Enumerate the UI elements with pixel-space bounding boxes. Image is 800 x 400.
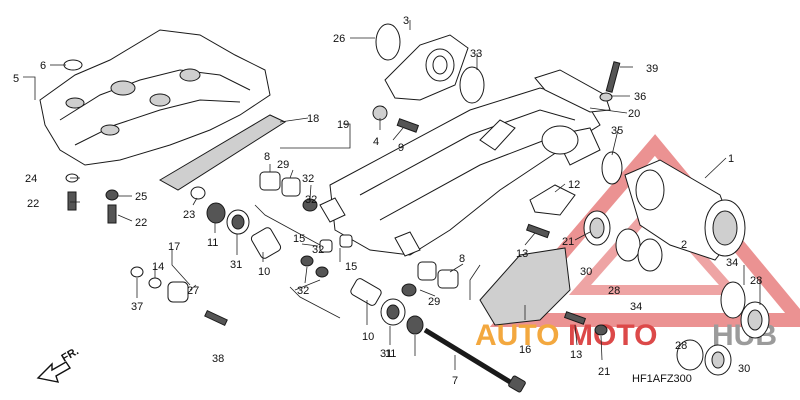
- swingarm-body: [319, 87, 601, 257]
- chain-slider: [158, 114, 287, 191]
- washer-11-bottom: [406, 315, 424, 335]
- callout-34: 34: [630, 301, 642, 313]
- callout-15: 15: [293, 233, 305, 245]
- o-ring: [459, 66, 485, 104]
- callout-1: 1: [728, 153, 734, 165]
- callout-12: 12: [568, 179, 580, 191]
- bolt-13-lower: [563, 311, 587, 325]
- callout-15: 15: [345, 261, 357, 273]
- callout-30: 30: [580, 266, 592, 278]
- callout-8: 8: [264, 151, 270, 163]
- nut-21-lower: [594, 324, 608, 336]
- callout-32: 32: [302, 173, 314, 185]
- callout-20: 20: [628, 108, 640, 120]
- callout-31: 31: [380, 348, 392, 360]
- callout-21: 21: [598, 366, 610, 378]
- callout-28: 28: [608, 285, 620, 297]
- callout-8: 8: [459, 253, 465, 265]
- callout-24: 24: [25, 173, 37, 185]
- collar-36: [599, 92, 613, 102]
- callout-32: 32: [305, 194, 317, 206]
- callout-28: 28: [675, 340, 687, 352]
- right-bracket: [534, 69, 611, 113]
- callout-4: 4: [373, 136, 379, 148]
- nut-25: [105, 189, 119, 201]
- callout-34: 34: [726, 257, 738, 269]
- callout-36: 36: [634, 91, 646, 103]
- bushing-4: [372, 105, 388, 121]
- swingarm-skid-plate: [39, 29, 271, 166]
- seal-30-upper: [615, 228, 641, 262]
- callout-37: 37: [131, 301, 143, 313]
- callout-31: 31: [230, 259, 242, 271]
- callout-10: 10: [258, 266, 270, 278]
- pivot-bolt: [423, 327, 526, 393]
- bearing-holder: [601, 151, 746, 261]
- callout-16: 16: [519, 344, 531, 356]
- callout-11: 11: [385, 348, 396, 360]
- circlip: [375, 23, 401, 61]
- bushing-27: [167, 281, 189, 303]
- callout-29: 29: [428, 296, 440, 308]
- bushing-10-bottom: [350, 278, 382, 306]
- callout-33: 33: [470, 48, 482, 60]
- callout-22: 22: [27, 198, 39, 210]
- bracket: [529, 184, 576, 216]
- callout-30: 30: [738, 363, 750, 375]
- callout-3: 3: [403, 15, 409, 27]
- callout-35: 35: [611, 125, 623, 137]
- ring-28-upper: [637, 238, 663, 272]
- callout-25: 25: [135, 191, 147, 203]
- callout-17: 17: [168, 241, 180, 253]
- callout-23: 23: [183, 209, 195, 221]
- ring-34: [720, 281, 746, 319]
- callout-21: 21: [562, 236, 574, 248]
- seal-28-bottom: [676, 339, 704, 371]
- callout-32: 32: [312, 244, 324, 256]
- callout-38: 38: [212, 353, 224, 365]
- callout-13: 13: [516, 248, 528, 260]
- diagram-code: HF1AFZ300: [632, 373, 692, 385]
- callout-29: 29: [277, 159, 289, 171]
- leader-lines: [23, 20, 761, 370]
- callout-39: 39: [646, 63, 658, 75]
- watermark-text-auto: AUTO: [475, 319, 559, 352]
- bolt-22-upper: [67, 191, 77, 211]
- bolt-small: [204, 309, 228, 327]
- callout-14: 14: [152, 261, 164, 273]
- front-direction-arrow-icon: [36, 361, 71, 383]
- callout-11: 11: [207, 237, 218, 249]
- callout-27: 27: [187, 285, 199, 297]
- callout-26: 26: [333, 33, 345, 45]
- bolt-13-upper: [525, 223, 551, 239]
- bolt-9: [396, 118, 420, 133]
- callout-5: 5: [13, 73, 19, 85]
- callout-28: 28: [750, 275, 762, 287]
- callout-7: 7: [452, 375, 458, 387]
- callout-9: 9: [398, 142, 404, 154]
- bolt-39: [605, 61, 621, 93]
- collar-14: [148, 277, 162, 289]
- front-direction-label: FR.: [60, 345, 81, 364]
- callout-18: 18: [307, 113, 319, 125]
- callout-19: 19: [337, 119, 349, 131]
- chain-guide: [479, 247, 571, 326]
- callout-10: 10: [362, 331, 374, 343]
- washer-37: [130, 266, 144, 278]
- callout-32: 32: [297, 285, 309, 297]
- callout-2: 2: [681, 239, 687, 251]
- bolt-22-lower: [107, 204, 117, 224]
- callout-22: 22: [135, 217, 147, 229]
- callout-13: 13: [570, 349, 582, 361]
- callout-6: 6: [40, 60, 46, 72]
